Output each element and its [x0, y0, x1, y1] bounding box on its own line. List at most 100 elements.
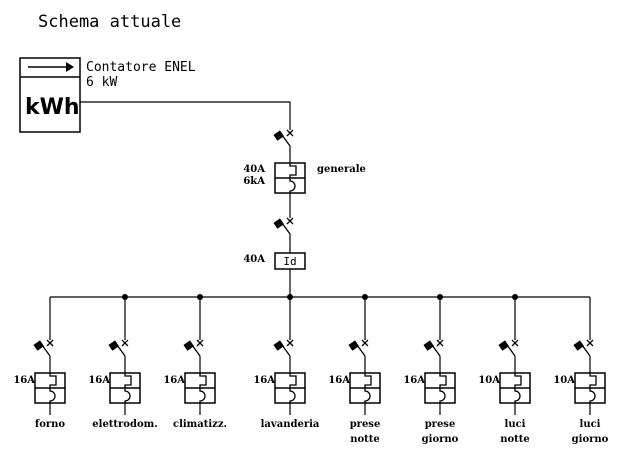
branch-circuits: 16Aforno16Aelettrodom.16Aclimatizz.16Ala…	[13, 294, 609, 445]
switch-blade	[281, 134, 291, 147]
switch-blade	[281, 344, 291, 357]
switch-blade	[41, 344, 51, 357]
breaker-box	[184, 372, 216, 404]
switch-contact	[33, 339, 54, 357]
branch-rating: 16A	[403, 375, 425, 386]
branch-circuit: 16A climatizz.	[163, 297, 227, 430]
switch-blade	[431, 344, 441, 357]
breaker-box	[499, 372, 531, 404]
thermal-trip-icon	[199, 388, 206, 403]
branch-circuit: 16A prese giorno	[403, 297, 459, 445]
switch-contact	[348, 339, 369, 357]
branch-label: prese	[350, 419, 381, 430]
branch-label-line2: giorno	[572, 434, 609, 445]
switch-blade	[191, 344, 201, 357]
breaker-box	[109, 372, 141, 404]
contact-cross-icon	[286, 339, 294, 347]
branch-circuit: 10A luci notte	[478, 297, 531, 445]
contact-cross-icon	[286, 129, 294, 137]
branch-rating: 10A	[478, 375, 500, 386]
branch-label: forno	[35, 419, 66, 430]
meter-unit: kWh	[25, 95, 80, 120]
branch-label: climatizz.	[173, 419, 227, 430]
switch-blade	[581, 344, 591, 357]
switch-contact	[183, 339, 204, 357]
switch-contact	[273, 129, 294, 147]
switch-blade	[116, 344, 126, 357]
branch-rating: 10A	[553, 375, 575, 386]
switch-contact	[273, 339, 294, 357]
contact-cross-icon	[586, 339, 594, 347]
branch-rating: 16A	[253, 375, 275, 386]
contact-cross-icon	[511, 339, 519, 347]
branch-rating: 16A	[328, 375, 350, 386]
magnetic-trip-icon	[589, 373, 597, 388]
actuator-icon	[273, 130, 284, 141]
magnetic-trip-icon	[289, 373, 297, 388]
branch-label: prese	[425, 419, 456, 430]
thermal-trip-icon	[289, 388, 296, 403]
main-breaker-label: generale	[317, 164, 366, 175]
switch-contact	[423, 339, 444, 357]
actuator-icon	[348, 340, 359, 351]
branch-circuit: 16A prese notte	[328, 297, 381, 445]
branch-circuit: 16A lavanderia	[253, 297, 320, 430]
switch-contact	[498, 339, 519, 357]
supply-line	[80, 101, 291, 130]
actuator-icon	[33, 340, 44, 351]
switch-contact	[573, 339, 594, 357]
switch-contact	[273, 217, 294, 235]
magnetic-trip-icon	[439, 373, 447, 388]
actuator-icon	[273, 218, 284, 229]
breaker-box	[424, 372, 456, 404]
thermal-trip-icon	[514, 388, 521, 403]
actuator-icon	[498, 340, 509, 351]
switch-blade	[356, 344, 366, 357]
actuator-icon	[108, 340, 119, 351]
contact-cross-icon	[121, 339, 129, 347]
branch-rating: 16A	[88, 375, 110, 386]
meter-power: 6 kW	[86, 75, 117, 90]
differential-switch	[274, 252, 306, 270]
differential-symbol: Id	[283, 255, 296, 268]
branch-label: elettrodom.	[92, 419, 157, 430]
energy-meter: kWh Contatore ENEL 6 kW	[19, 57, 196, 133]
breaker-box	[34, 372, 66, 404]
thermal-trip-icon	[589, 388, 596, 403]
switch-contact	[108, 339, 129, 357]
magnetic-trip-icon	[364, 373, 372, 388]
contact-cross-icon	[286, 217, 294, 225]
magnetic-trip-icon	[199, 373, 207, 388]
thermal-trip-icon	[289, 178, 296, 193]
actuator-icon	[273, 340, 284, 351]
actuator-icon	[183, 340, 194, 351]
branch-label-line2: notte	[500, 434, 530, 445]
magnetic-trip-icon	[49, 373, 57, 388]
contact-cross-icon	[46, 339, 54, 347]
branch-label-line2: giorno	[422, 434, 459, 445]
thermal-trip-icon	[439, 388, 446, 403]
magnetic-trip-icon	[289, 163, 297, 178]
main-breaker-rating: 40A	[243, 164, 265, 175]
arrow-icon	[28, 62, 74, 72]
thermal-trip-icon	[124, 388, 131, 403]
magnetic-trip-icon	[514, 373, 522, 388]
breaker-box	[274, 162, 306, 194]
breaker-box	[274, 372, 306, 404]
branch-label: luci	[505, 419, 526, 430]
contact-cross-icon	[361, 339, 369, 347]
breaker-box	[574, 372, 606, 404]
branch-label-line2: notte	[350, 434, 380, 445]
diagram-title: Schema attuale	[38, 12, 181, 32]
branch-rating: 16A	[163, 375, 185, 386]
contact-cross-icon	[196, 339, 204, 347]
magnetic-trip-icon	[124, 373, 132, 388]
thermal-trip-icon	[364, 388, 371, 403]
main-breaker-breaking: 6kA	[243, 176, 265, 187]
main-breaker	[273, 129, 306, 297]
branch-label: lavanderia	[261, 419, 320, 430]
actuator-icon	[573, 340, 584, 351]
